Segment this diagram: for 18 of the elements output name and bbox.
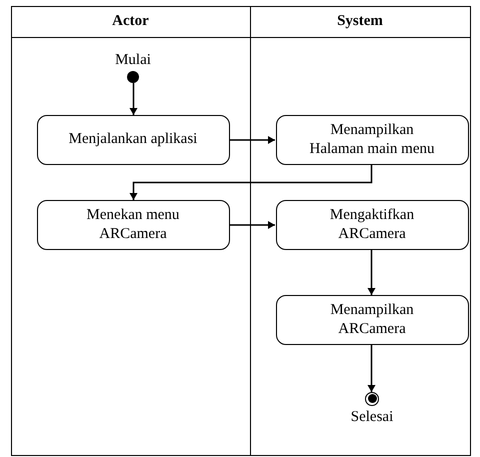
activity-box: Menampilkan ARCamera (276, 294, 468, 344)
arrow (367, 344, 375, 392)
node-caption: Mulai (115, 52, 151, 68)
activity-box: Menampilkan Halaman main menu (276, 114, 468, 164)
activity-box: Menekan menu ARCamera (36, 200, 230, 250)
final-node (365, 392, 379, 406)
arrow (230, 220, 274, 228)
swimlane (250, 6, 470, 454)
arrow (129, 82, 137, 114)
activity-box: Menjalankan aplikasi (36, 114, 230, 164)
arrow (367, 250, 375, 294)
initial-node (127, 70, 139, 82)
lane-heading: System (250, 6, 470, 38)
activity-box: Mengaktifkan ARCamera (276, 200, 468, 250)
node-caption: Selesai (350, 410, 394, 424)
lane-heading: Actor (12, 6, 250, 38)
arrow (129, 164, 372, 200)
arrow (230, 136, 274, 144)
